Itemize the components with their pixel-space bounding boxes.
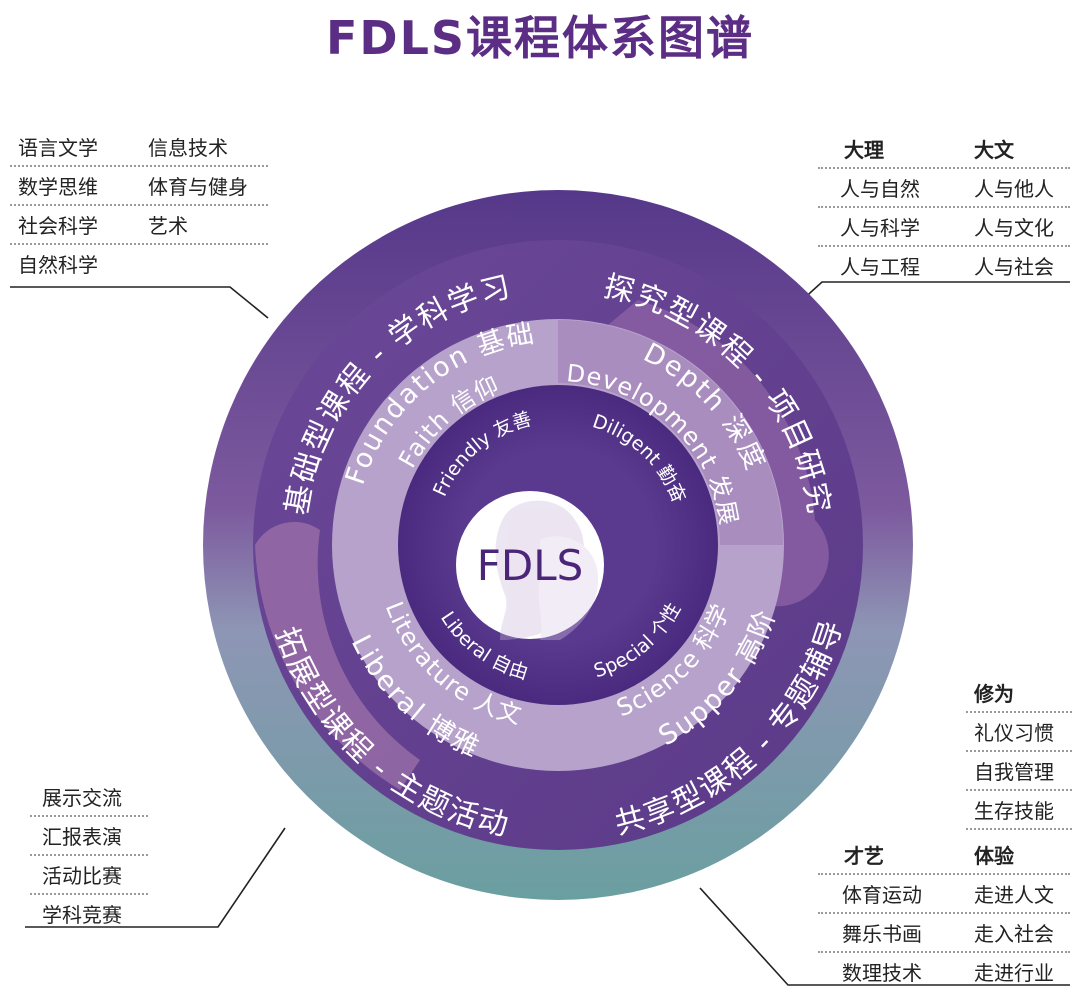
- panel-header: 修为: [974, 682, 1014, 706]
- topic-label: 人与他人: [974, 177, 1054, 201]
- list-item: 语言文学 信息技术: [10, 128, 268, 167]
- list-item: 人与科学 人与文化: [818, 208, 1070, 247]
- column-header: 大文: [974, 138, 1014, 162]
- list-item: 人与自然 人与他人: [818, 169, 1070, 208]
- topic-label: 人与文化: [974, 216, 1054, 240]
- topic-label: 人与科学: [840, 216, 920, 240]
- leader-line-bottom-left: [25, 827, 286, 928]
- subject-label: 体育与健身: [148, 175, 248, 199]
- subject-label: 艺术: [148, 214, 188, 238]
- panel-inquiry-topics: 大理 大文 人与自然 人与他人 人与科学 人与文化 人与工程 人与社会: [818, 130, 1070, 284]
- list-item: 礼仪习惯: [966, 711, 1072, 752]
- list-item: 生存技能: [966, 791, 1072, 830]
- center-label: FDLS: [477, 541, 584, 590]
- list-item: 舞乐书画 走入社会: [818, 914, 1070, 953]
- list-item: 自我管理: [966, 752, 1072, 791]
- activity-label: 舞乐书画: [842, 922, 922, 946]
- topic-label: 人与自然: [840, 177, 920, 201]
- column-header: 体验: [974, 844, 1014, 868]
- subject-label: 数学思维: [18, 175, 98, 199]
- list-item: 活动比赛: [30, 856, 148, 895]
- list-item: 人与工程 人与社会: [818, 247, 1070, 284]
- list-item: 汇报表演: [30, 817, 148, 856]
- topic-label: 人与社会: [974, 255, 1054, 279]
- list-item: 展示交流: [30, 778, 148, 817]
- topic-label: 人与工程: [840, 255, 920, 279]
- column-header: 大理: [844, 138, 884, 162]
- page-title: FDLS课程体系图谱: [325, 11, 755, 65]
- faces-silhouette-icon: [495, 500, 599, 640]
- subject-label: 信息技术: [148, 136, 228, 160]
- leader-line-bottom-right: [699, 887, 1070, 986]
- list-item: 社会科学 艺术: [10, 206, 268, 245]
- panel-header-row: 才艺 体验: [818, 836, 1070, 875]
- activity-label: 体育运动: [842, 883, 922, 907]
- third-ring-shade: [558, 320, 783, 545]
- list-item: 体育运动 走进人文: [818, 875, 1070, 914]
- subject-label: 社会科学: [18, 214, 98, 238]
- second-ring-highlight-left: [255, 521, 420, 790]
- subject-label: 语言文学: [18, 136, 98, 160]
- panel-talents-experiences: 才艺 体验 体育运动 走进人文 舞乐书画 走入社会 数理技术 走进行业: [818, 836, 1070, 990]
- panel-header-row: 大理 大文: [818, 130, 1070, 169]
- panel-foundation-subjects: 语言文学 信息技术 数学思维 体育与健身 社会科学 艺术 自然科学: [10, 128, 268, 282]
- panel-shared-activities: 展示交流 汇报表演 活动比赛 学科竞赛: [30, 778, 148, 932]
- panel-cultivation: 修为 礼仪习惯 自我管理 生存技能: [966, 674, 1072, 830]
- list-item: 学科竞赛: [42, 903, 122, 927]
- list-item: 数理技术 走进行业: [818, 953, 1070, 990]
- list-item: 自然科学: [10, 245, 268, 282]
- list-item: 数学思维 体育与健身: [10, 167, 268, 206]
- activity-label: 走进行业: [974, 961, 1054, 985]
- activity-label: 数理技术: [842, 961, 922, 985]
- activity-label: 走入社会: [974, 922, 1054, 946]
- subject-label: 自然科学: [18, 253, 98, 277]
- leader-line-top-right: [799, 281, 1070, 303]
- center-hub: [456, 491, 604, 639]
- leader-line-top-left: [10, 286, 269, 319]
- activity-label: 走进人文: [974, 883, 1054, 907]
- column-header: 才艺: [844, 844, 884, 868]
